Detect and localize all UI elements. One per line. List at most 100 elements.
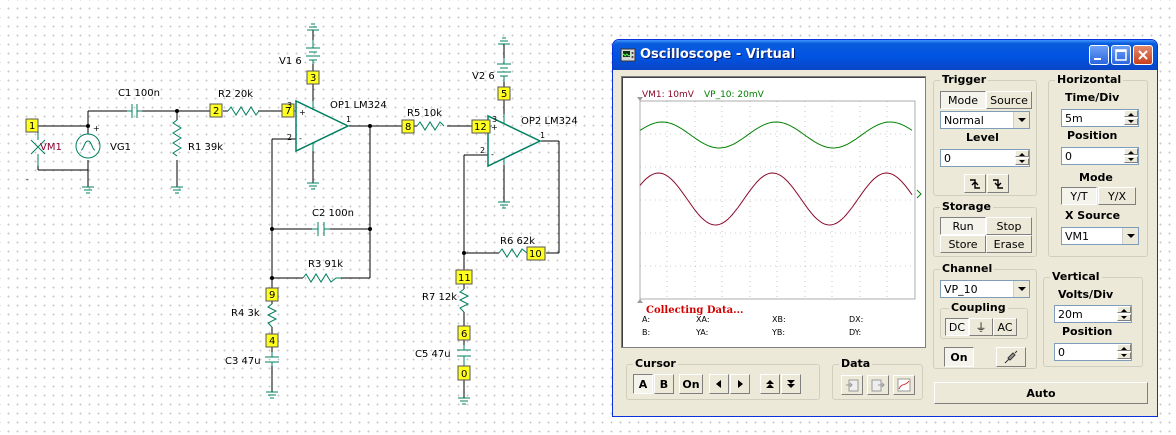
op1-minus-sign: - bbox=[299, 134, 302, 143]
cursor-a-button[interactable]: A bbox=[633, 374, 653, 394]
node-3: 3 bbox=[310, 73, 316, 84]
circuit-schematic[interactable]: 1 2 7 3 8 12 5 9 4 11 10 6 0 C1 100n R2 … bbox=[0, 0, 610, 435]
cursor-right-button[interactable] bbox=[730, 374, 750, 394]
spin-up-icon[interactable] bbox=[1015, 150, 1029, 157]
arrow-right-icon bbox=[738, 380, 743, 388]
spin-down-icon[interactable] bbox=[1117, 314, 1131, 321]
ch1-trace bbox=[639, 121, 913, 149]
spin-up-icon[interactable] bbox=[1124, 110, 1138, 117]
spin-up-icon[interactable] bbox=[1124, 148, 1138, 155]
storage-store-button[interactable]: Store bbox=[940, 235, 986, 253]
scope-screen[interactable]: VM1: 10mV VP_10: 20mV Co bbox=[621, 76, 926, 348]
vg1-plus: + bbox=[93, 124, 100, 133]
c2-label: C2 100n bbox=[312, 208, 354, 219]
node-4: 4 bbox=[269, 336, 275, 347]
trigger-marker-icon bbox=[637, 97, 643, 101]
chevron-down-icon bbox=[1013, 281, 1029, 297]
vertical-group: Vertical Volts/Div 20m Position 0 bbox=[1043, 270, 1143, 367]
op2-plus-sign: + bbox=[491, 123, 498, 132]
storage-run-button[interactable]: Run bbox=[940, 217, 986, 235]
coupling-ground-button[interactable]: ⏚ bbox=[969, 318, 993, 336]
oscilloscope-window[interactable]: Oscilloscope - Virtual VM1: 10mV VP_10: … bbox=[612, 39, 1158, 417]
op1-label: OP1 LM324 bbox=[330, 100, 387, 111]
node-9: 9 bbox=[269, 290, 275, 301]
auto-button[interactable]: Auto bbox=[934, 382, 1148, 404]
op2-minus-pin: 2 bbox=[480, 146, 485, 155]
node-1: 1 bbox=[29, 121, 35, 132]
vm1-label: VM1 bbox=[40, 142, 62, 153]
h-position-label: Position bbox=[1067, 129, 1118, 142]
trigger-source-button[interactable]: Source bbox=[986, 91, 1032, 109]
v1-label: V1 6 bbox=[279, 56, 302, 67]
trigger-level-spinner[interactable]: 0 bbox=[940, 149, 1030, 167]
storage-group: Storage Run Stop Store Erase bbox=[933, 200, 1037, 257]
screen-border bbox=[639, 100, 916, 300]
time-div-spinner[interactable]: 5m bbox=[1061, 109, 1139, 127]
node-11: 11 bbox=[458, 273, 471, 284]
data-import-button[interactable] bbox=[841, 375, 863, 395]
falling-edge-icon bbox=[970, 178, 980, 189]
readout-xa: XA: bbox=[696, 315, 710, 324]
op1-minus-pin: 2 bbox=[287, 133, 292, 142]
close-button[interactable] bbox=[1133, 45, 1153, 65]
ch2-trace bbox=[639, 172, 913, 226]
trigger-mode-select[interactable]: Normal bbox=[940, 111, 1030, 129]
x-source-select[interactable]: VM1 bbox=[1061, 227, 1139, 245]
cursor-down-button[interactable] bbox=[781, 374, 801, 394]
spin-down-icon[interactable] bbox=[1117, 352, 1131, 359]
channel-probe-button[interactable] bbox=[996, 347, 1026, 367]
cursor-group-title: Cursor bbox=[633, 357, 678, 370]
r2-label: R2 20k bbox=[218, 89, 253, 100]
cursor-on-button[interactable]: On bbox=[679, 374, 703, 394]
rising-edge-icon bbox=[993, 178, 1003, 189]
h-position-spinner[interactable]: 0 bbox=[1061, 147, 1139, 165]
c5-label: C5 47u bbox=[415, 349, 451, 360]
coupling-group: Coupling DC ⏚ AC bbox=[940, 301, 1028, 339]
cursor-group: Cursor A B On bbox=[626, 357, 820, 400]
cursor-left-button[interactable] bbox=[709, 374, 729, 394]
trigger-falling-edge-button[interactable] bbox=[964, 174, 986, 193]
coupling-dc-button[interactable]: DC bbox=[945, 318, 969, 336]
data-group-title: Data bbox=[839, 357, 873, 370]
readout-ya: YA: bbox=[695, 328, 708, 337]
readout-xb: XB: bbox=[772, 315, 786, 324]
data-diagram-button[interactable] bbox=[893, 375, 915, 395]
coupling-ac-button[interactable]: AC bbox=[993, 318, 1017, 336]
cursor-up-button[interactable] bbox=[760, 374, 780, 394]
x-source-value: VM1 bbox=[1065, 230, 1090, 243]
volts-div-spinner[interactable]: 20m bbox=[1054, 305, 1132, 323]
channel-group-title: Channel bbox=[940, 262, 995, 275]
op2-label: OP2 LM324 bbox=[521, 116, 578, 127]
v2-label: V2 6 bbox=[472, 71, 495, 82]
mode-yt-button[interactable]: Y/T bbox=[1061, 187, 1097, 205]
oscilloscope-app-icon bbox=[620, 48, 636, 62]
mode-yx-button[interactable]: Y/X bbox=[1098, 187, 1136, 205]
trigger-mode-button[interactable]: Mode bbox=[940, 91, 986, 109]
readout-a: A: bbox=[642, 315, 650, 324]
readout-dx: DX: bbox=[849, 315, 863, 324]
storage-stop-button[interactable]: Stop bbox=[986, 217, 1032, 235]
ch2-scale-label: VP_10: 20mV bbox=[704, 90, 765, 100]
title-bar[interactable]: Oscilloscope - Virtual bbox=[613, 40, 1157, 70]
v-position-spinner[interactable]: 0 bbox=[1054, 343, 1132, 361]
channel-select[interactable]: VP_10 bbox=[940, 280, 1030, 298]
ch1-scale-label: VM1: 10mV bbox=[642, 90, 695, 100]
v-position-label: Position bbox=[1062, 325, 1113, 338]
export-icon bbox=[871, 379, 885, 392]
spin-up-icon[interactable] bbox=[1117, 306, 1131, 313]
data-export-button[interactable] bbox=[867, 375, 889, 395]
trigger-rising-edge-button[interactable] bbox=[987, 174, 1009, 193]
spin-down-icon[interactable] bbox=[1015, 158, 1029, 165]
chevron-down-icon bbox=[1122, 228, 1138, 244]
channel-on-button[interactable]: On bbox=[944, 347, 974, 367]
maximize-button[interactable] bbox=[1111, 45, 1131, 65]
cursor-b-button[interactable]: B bbox=[654, 374, 674, 394]
spin-up-icon[interactable] bbox=[1117, 344, 1131, 351]
ch-ground-marker-icon bbox=[916, 189, 922, 199]
spin-down-icon[interactable] bbox=[1124, 118, 1138, 125]
spin-down-icon[interactable] bbox=[1124, 156, 1138, 163]
minimize-button[interactable] bbox=[1089, 45, 1109, 65]
storage-erase-button[interactable]: Erase bbox=[986, 235, 1032, 253]
c1-label: C1 100n bbox=[118, 88, 160, 99]
op2-minus-sign: - bbox=[491, 150, 494, 159]
